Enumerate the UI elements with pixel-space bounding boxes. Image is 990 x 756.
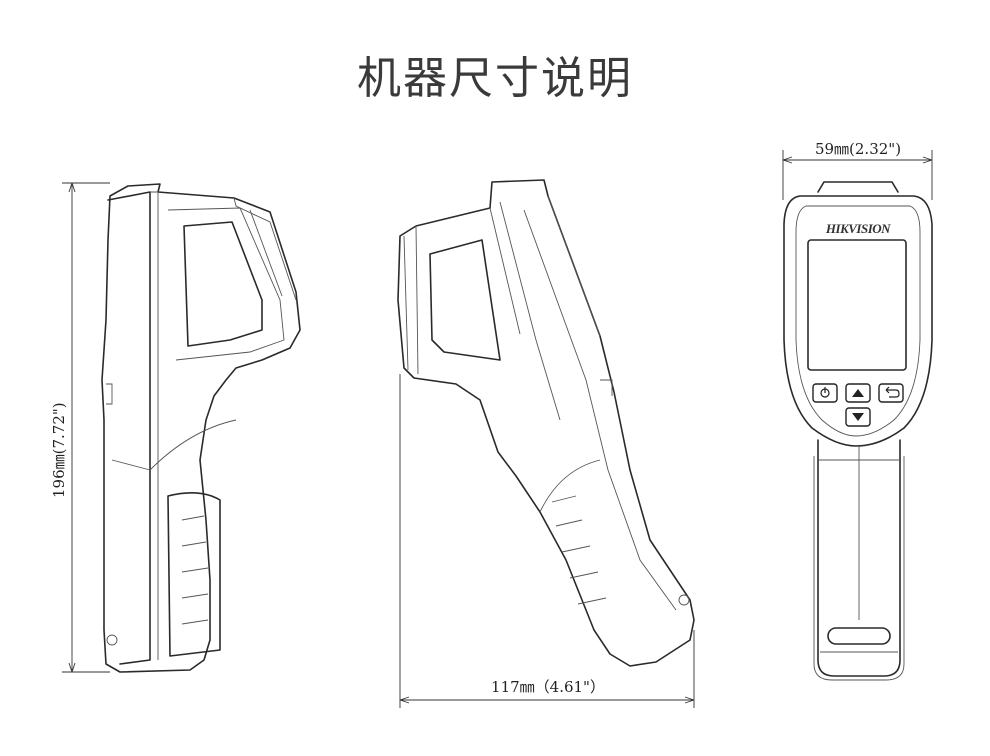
- depth-label: 117㎜（4.61"）: [491, 678, 605, 696]
- page-title: 机器尺寸说明: [357, 53, 633, 104]
- down-arrow-icon: [852, 413, 864, 421]
- up-arrow-icon: [852, 389, 864, 397]
- height-label: 196㎜(7.72"): [50, 402, 68, 498]
- height-dimension: 196㎜(7.72"): [50, 182, 110, 673]
- side-view-device: [101, 183, 301, 673]
- width-dimension: 59㎜(2.32"): [782, 140, 933, 200]
- angled-view-device: [397, 179, 695, 667]
- front-view-device: HIKVISION: [783, 181, 933, 681]
- brand-logo: HIKVISION: [825, 221, 891, 236]
- width-label: 59㎜(2.32"): [815, 140, 901, 158]
- back-icon: [885, 386, 900, 398]
- depth-dimension: 117㎜（4.61"）: [399, 374, 695, 708]
